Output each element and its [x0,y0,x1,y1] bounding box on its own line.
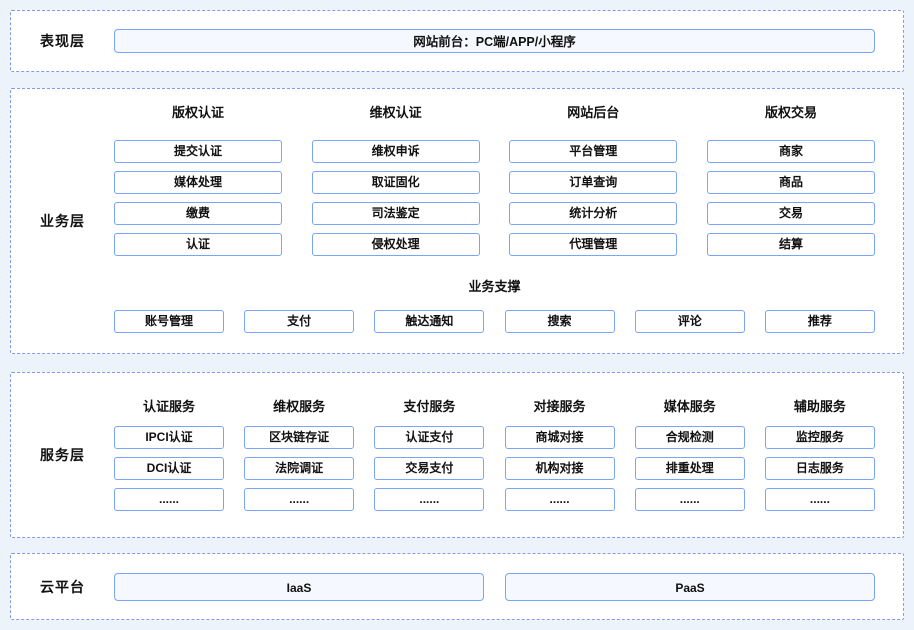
group-title: 辅助服务 [793,399,846,414]
group-copyright-trade: 版权交易 商家 商品 交易 结算 [706,89,875,264]
service-box: 区块链存证 [244,426,355,449]
service-box: 交易支付 [374,457,485,480]
group-site-admin: 网站后台 平台管理 订单查询 统计分析 代理管理 [509,89,678,264]
layer-business: 业务层 版权认证 提交认证 媒体处理 缴费 认证 维权认证 维权申诉 取证固化 … [10,88,904,354]
module-box: 订单查询 [509,171,678,194]
group-title: 网站后台 [567,105,620,120]
module-box: 商家 [706,140,875,163]
presentation-content: 网站前台：PC端/APP/小程序 [114,11,903,71]
module-box: 维权申诉 [311,140,480,163]
group-rights-protection-cert: 维权认证 维权申诉 取证固化 司法鉴定 侵权处理 [311,89,480,264]
service-box: ...... [764,488,875,511]
business-groups-row: 版权认证 提交认证 媒体处理 缴费 认证 维权认证 维权申诉 取证固化 司法鉴定… [114,89,875,264]
service-box: ...... [244,488,355,511]
group-title: 版权认证 [171,105,224,120]
cloud-content: IaaS PaaS [114,554,903,619]
layer-cloud: 云平台 IaaS PaaS [10,553,904,620]
module-box: 提交认证 [114,140,282,163]
service-box: ...... [374,488,485,511]
group-title: 维权认证 [369,105,422,120]
frontend-box: 网站前台：PC端/APP/小程序 [114,29,875,53]
support-row: 账号管理 支付 触达通知 搜索 评论 推荐 [114,310,875,333]
service-box: 法院调证 [244,457,355,480]
support-box: 推荐 [764,310,875,333]
module-box: 侵权处理 [311,233,480,256]
group-title: 版权交易 [764,105,817,120]
group-media-service: 媒体服务 合规检测 排重处理 ...... [634,373,745,519]
service-box: 排重处理 [634,457,745,480]
layer-presentation: 表现层 网站前台：PC端/APP/小程序 [10,10,904,72]
business-content: 版权认证 提交认证 媒体处理 缴费 认证 维权认证 维权申诉 取证固化 司法鉴定… [114,89,903,353]
cloud-layer-label: 云平台 [40,578,85,595]
module-box: 媒体处理 [114,171,282,194]
service-box: 机构对接 [504,457,615,480]
layer-service: 服务层 认证服务 IPCI认证 DCI认证 ...... 维权服务 区块链存证 … [10,372,904,538]
service-box: ...... [504,488,615,511]
group-title: 对接服务 [533,399,586,414]
support-box: 账号管理 [114,310,224,333]
iaas-box: IaaS [114,572,484,601]
service-box: 合规检测 [634,426,745,449]
service-layer-label: 服务层 [40,447,85,463]
module-box: 统计分析 [509,202,678,225]
group-cert-service: 认证服务 IPCI认证 DCI认证 ...... [114,373,224,519]
service-box: DCI认证 [114,457,224,480]
paas-box: PaaS [505,572,875,601]
group-title: 维权服务 [273,399,326,414]
module-box: 平台管理 [509,140,678,163]
group-title: 媒体服务 [663,399,716,414]
support-box: 支付 [244,310,355,333]
service-box: 监控服务 [764,426,875,449]
group-copyright-cert: 版权认证 提交认证 媒体处理 缴费 认证 [114,89,282,264]
module-box: 缴费 [114,202,282,225]
module-box: 结算 [706,233,875,256]
group-payment-service: 支付服务 认证支付 交易支付 ...... [374,373,485,519]
group-title: 支付服务 [403,399,456,414]
presentation-layer-label: 表现层 [40,33,85,49]
support-box: 评论 [634,310,745,333]
service-box: IPCI认证 [114,426,224,449]
service-box: 认证支付 [374,426,485,449]
service-box: ...... [634,488,745,511]
service-groups-row: 认证服务 IPCI认证 DCI认证 ...... 维权服务 区块链存证 法院调证… [114,373,875,519]
service-content: 认证服务 IPCI认证 DCI认证 ...... 维权服务 区块链存证 法院调证… [114,373,903,537]
support-box: 搜索 [504,310,615,333]
group-title: 认证服务 [142,399,195,414]
module-box: 交易 [706,202,875,225]
service-box: 商城对接 [504,426,615,449]
support-box: 触达通知 [374,310,485,333]
business-layer-label: 业务层 [40,213,85,229]
service-box: ...... [114,488,224,511]
group-integration-service: 对接服务 商城对接 机构对接 ...... [504,373,615,519]
group-auxiliary-service: 辅助服务 监控服务 日志服务 ...... [764,373,875,519]
service-box: 日志服务 [764,457,875,480]
module-box: 取证固化 [311,171,480,194]
group-rights-service: 维权服务 区块链存证 法院调证 ...... [244,373,355,519]
module-box: 商品 [706,171,875,194]
module-box: 认证 [114,233,282,256]
module-box: 代理管理 [509,233,678,256]
support-title: 业务支撑 [468,279,521,294]
module-box: 司法鉴定 [311,202,480,225]
